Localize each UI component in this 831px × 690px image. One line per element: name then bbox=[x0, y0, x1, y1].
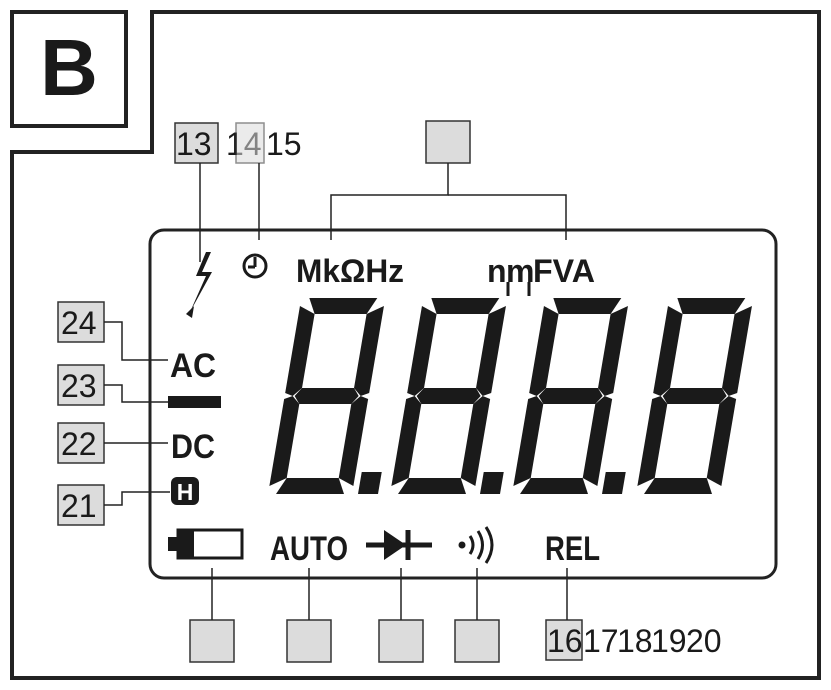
callout-16: 16 bbox=[547, 623, 583, 659]
segment-a bbox=[677, 298, 746, 314]
segment-c bbox=[338, 396, 369, 486]
callout-20: 20 bbox=[686, 623, 722, 659]
segment-b bbox=[476, 306, 506, 396]
callout-box-23 bbox=[57, 364, 105, 406]
callout-13: 13 bbox=[176, 126, 212, 162]
units-fva: FVA bbox=[533, 253, 595, 289]
segment-g bbox=[662, 388, 727, 404]
leader-21 bbox=[104, 491, 170, 506]
callout-15: 15 bbox=[266, 126, 302, 162]
hold-icon bbox=[171, 477, 199, 505]
callout-24: 24 bbox=[61, 305, 97, 341]
ac-indicator: AC bbox=[170, 347, 216, 385]
segment-f bbox=[407, 306, 437, 396]
segment-b bbox=[354, 306, 384, 396]
segment-a bbox=[309, 298, 378, 314]
segment-d bbox=[398, 478, 466, 494]
segment-f bbox=[653, 306, 683, 396]
leader-units bbox=[330, 163, 449, 240]
segment-a bbox=[431, 298, 500, 314]
panel-letter: B bbox=[40, 23, 98, 112]
micro-tail bbox=[506, 282, 531, 296]
segment-d bbox=[644, 478, 712, 494]
callout-box-18 bbox=[378, 619, 424, 663]
callout-box-22 bbox=[57, 422, 105, 464]
segment-e bbox=[269, 396, 300, 486]
dc-indicator: DC bbox=[171, 428, 215, 466]
callout-box-19 bbox=[454, 619, 500, 663]
segment-d bbox=[520, 478, 588, 494]
segment-c bbox=[706, 396, 737, 486]
callout-19: 19 bbox=[651, 623, 687, 659]
decimal-point bbox=[358, 472, 382, 494]
callout-box-units bbox=[425, 120, 471, 164]
segment-f bbox=[529, 306, 559, 396]
continuity-buzzer-icon bbox=[458, 526, 494, 564]
diode-icon bbox=[366, 530, 432, 560]
leader-units-right bbox=[448, 194, 567, 240]
units-left: MkΩHz bbox=[296, 253, 404, 289]
segment-e bbox=[513, 396, 544, 486]
minus-sign bbox=[168, 396, 221, 408]
callout-box-14 bbox=[235, 122, 265, 164]
decimal-point bbox=[602, 472, 626, 494]
decimal-point bbox=[480, 472, 504, 494]
segment-f bbox=[285, 306, 315, 396]
leader-23 bbox=[104, 384, 168, 403]
high-voltage-icon bbox=[186, 252, 212, 318]
hold-letter: H bbox=[177, 479, 194, 505]
segment-b bbox=[722, 306, 752, 396]
callout-box-24 bbox=[57, 301, 105, 343]
segment-c bbox=[460, 396, 491, 486]
callout-17: 17 bbox=[583, 623, 619, 659]
segment-c bbox=[582, 396, 613, 486]
segment-e bbox=[637, 396, 668, 486]
segment-d bbox=[276, 478, 344, 494]
units-nano: n bbox=[487, 253, 507, 289]
segment-g bbox=[294, 388, 359, 404]
callout-box-17 bbox=[286, 619, 332, 663]
callout-21: 21 bbox=[61, 488, 97, 524]
segment-e bbox=[391, 396, 422, 486]
outer-frame bbox=[10, 10, 821, 680]
leader-24 bbox=[104, 321, 168, 361]
segment-a bbox=[553, 298, 622, 314]
rel-indicator: REL bbox=[545, 530, 600, 568]
lcd-screen bbox=[148, 228, 778, 580]
callout-box-13 bbox=[174, 122, 219, 164]
segment-b bbox=[598, 306, 628, 396]
callout-box-16 bbox=[189, 619, 235, 663]
callout-box-20 bbox=[545, 619, 583, 661]
segment-g bbox=[416, 388, 481, 404]
callout-22: 22 bbox=[61, 426, 97, 462]
battery-icon bbox=[168, 528, 244, 560]
seven-segment-display bbox=[269, 298, 752, 494]
callout-23: 23 bbox=[61, 368, 97, 404]
segment-g bbox=[538, 388, 603, 404]
callout-18: 18 bbox=[617, 623, 653, 659]
panel-letter-box bbox=[10, 10, 128, 128]
clock-icon bbox=[242, 253, 268, 279]
auto-indicator: AUTO bbox=[270, 530, 348, 568]
